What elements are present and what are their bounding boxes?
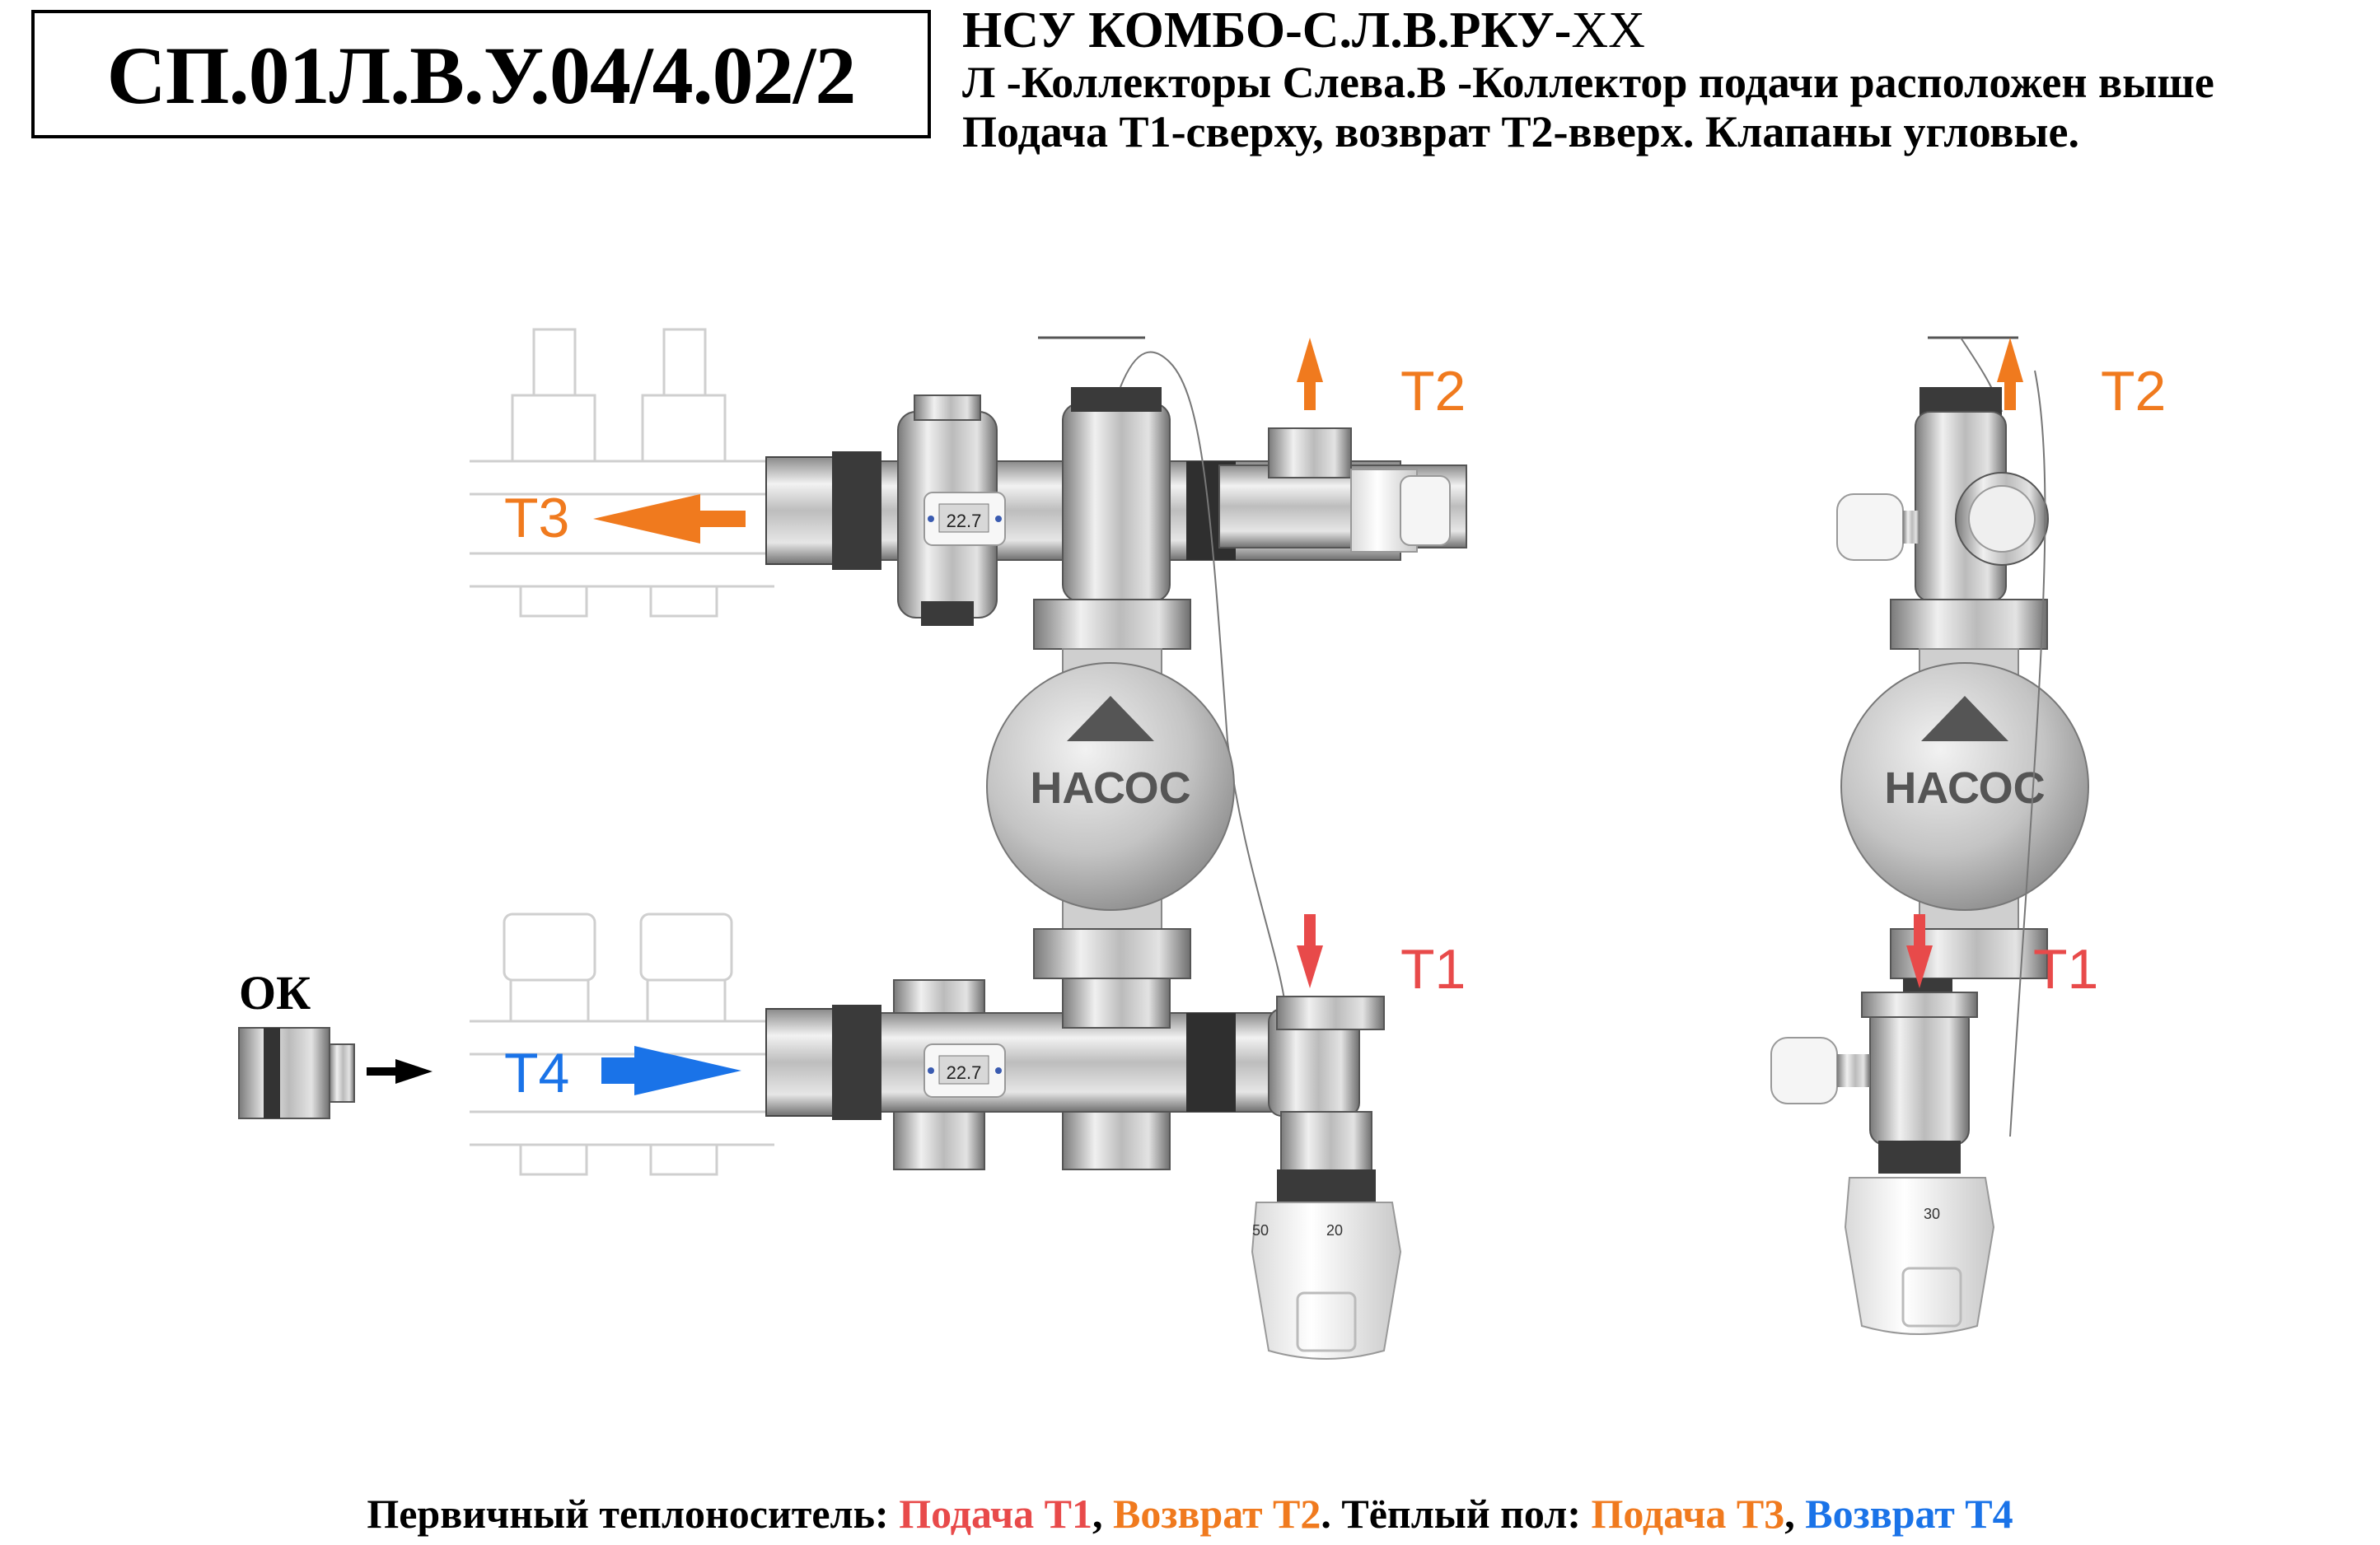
arrow-ok <box>367 1059 433 1084</box>
footer-mid: . Тёплый пол: <box>1321 1491 1592 1537</box>
lower-thermometer: 22.7 <box>923 1043 1006 1098</box>
pump-label-left: НАСОС <box>1030 763 1190 813</box>
arrow-t2-up <box>1297 338 1323 410</box>
footer-supply-t3: Подача Т3 <box>1591 1491 1785 1537</box>
footer-prefix: Первичный теплоноситель: <box>367 1491 900 1537</box>
ok-component <box>238 1027 355 1119</box>
description-line-1: Л -Коллекторы Слева.В -Коллектор подачи … <box>962 58 2214 107</box>
drawing-code-box: СП.01Л.В.У.04/4.02/2 <box>31 10 931 138</box>
footer-supply-t1: Подача Т1 <box>899 1491 1092 1537</box>
label-t2-left: T2 <box>1400 360 1466 422</box>
product-title-main: НСУ КОМБО-С.Л.В.РКУ- <box>962 2 1572 58</box>
label-t3: T3 <box>504 487 569 549</box>
ok-label: ОК <box>239 966 311 1020</box>
upper-return-pipe <box>765 387 1467 626</box>
label-t2-right: T2 <box>2101 360 2166 422</box>
lower-manifold-ghost <box>470 913 774 1176</box>
arrow-t1-down-right <box>1906 914 1933 988</box>
pump-label-right: НАСОС <box>1884 763 2045 813</box>
lower-thermometer-reading: 22.7 <box>947 1062 982 1083</box>
arrow-t3-left <box>593 494 746 544</box>
footer-return-t2: Возврат Т2 <box>1113 1491 1321 1537</box>
footer-legend: Первичный теплоноситель: Подача Т1, Возв… <box>0 1491 2380 1537</box>
upper-manifold-ghost <box>470 328 774 618</box>
drawing-code: СП.01Л.В.У.04/4.02/2 <box>106 30 857 121</box>
upper-thermometer: 22.7 <box>923 492 1006 546</box>
arrow-t4-right <box>601 1046 741 1095</box>
arrow-t2-up-right <box>1997 338 2023 410</box>
dial-20: 20 <box>1326 1222 1343 1239</box>
product-title: НСУ КОМБО-С.Л.В.РКУ-ХХ <box>962 5 1645 56</box>
pump-right <box>1840 662 2089 911</box>
label-t1-right: T1 <box>2033 938 2098 1001</box>
lower-supply-pipe <box>765 978 1385 1202</box>
footer-sep-2: , <box>1784 1491 1806 1537</box>
arrow-t1-down <box>1297 914 1323 988</box>
side-view: НАСОС 30 <box>1770 336 2089 1335</box>
capillary-tube <box>1120 351 1286 1006</box>
description-line-2: Подача Т1-сверху, возврат Т2-вверх. Клап… <box>962 107 2080 156</box>
pump-left <box>986 662 1235 911</box>
label-t4: T4 <box>504 1042 569 1104</box>
lower-union-nut <box>1033 928 1191 979</box>
upper-union-nut <box>1033 599 1191 650</box>
dial-50: 50 <box>1252 1222 1269 1239</box>
label-t1-left: T1 <box>1400 938 1466 1001</box>
product-title-tail: ХХ <box>1571 2 1645 58</box>
footer-return-t4: Возврат Т4 <box>1805 1491 2013 1537</box>
dial-30: 30 <box>1924 1206 1940 1222</box>
thermostatic-head-left: 20 50 <box>1251 1202 1402 1360</box>
upper-thermometer-reading: 22.7 <box>947 511 982 531</box>
footer-sep-1: , <box>1092 1491 1113 1537</box>
